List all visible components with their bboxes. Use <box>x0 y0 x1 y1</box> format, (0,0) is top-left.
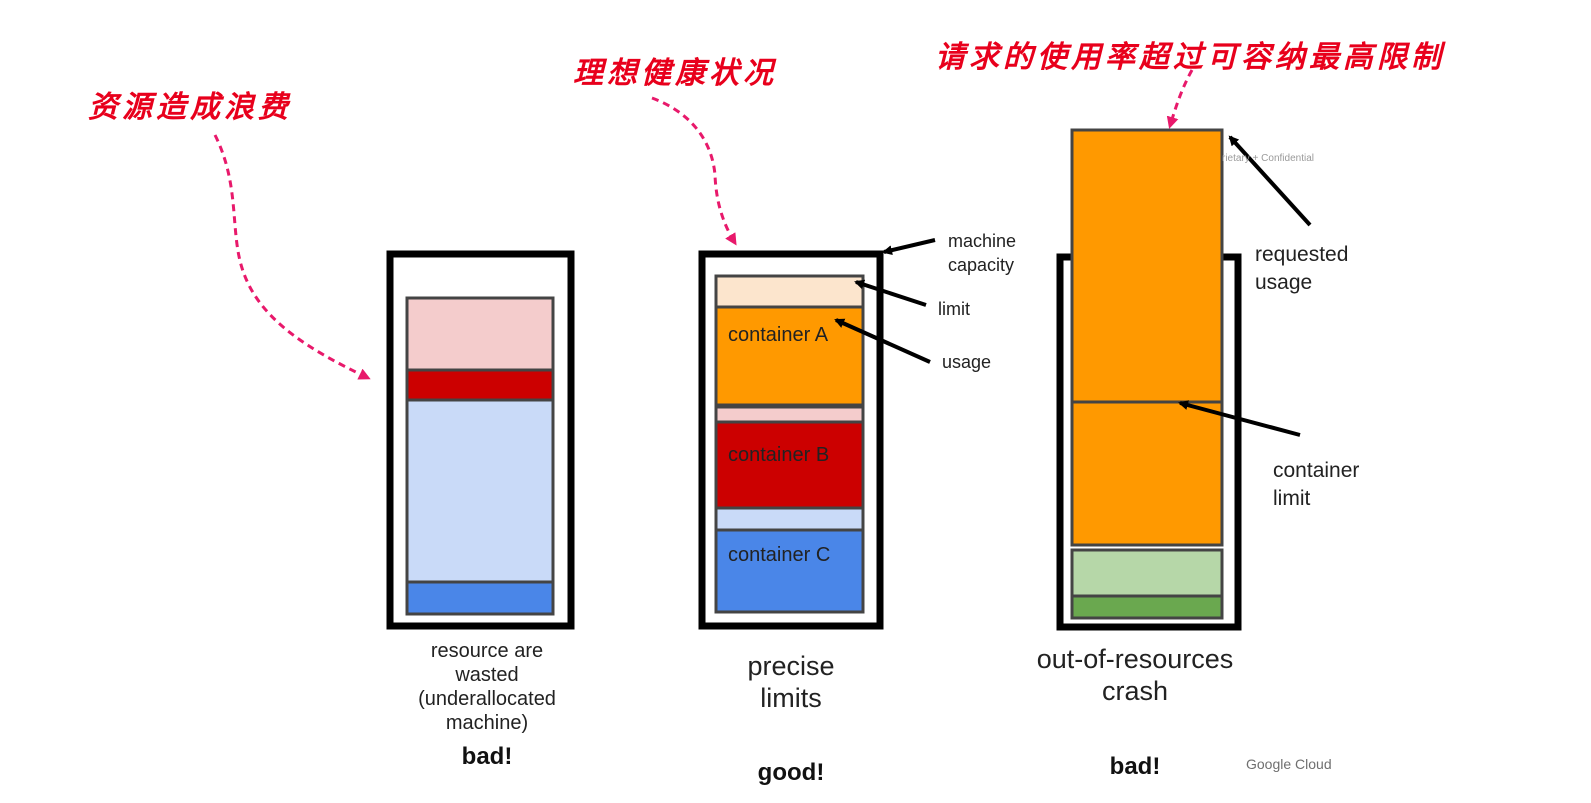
container-c-limit-block <box>714 506 865 532</box>
container-limit-line2: limit <box>1273 487 1311 511</box>
google-cloud-logo: Google Cloud <box>1246 756 1332 772</box>
left-caption-line4: machine) <box>445 712 529 734</box>
left-red-block <box>405 368 555 402</box>
requested-usage-line2: usage <box>1255 271 1313 295</box>
left-pink-block <box>405 296 555 372</box>
container-b-limit-block <box>714 405 865 424</box>
confidential-watermark: rietary + Confidential <box>1222 153 1314 164</box>
usage-label: usage <box>942 352 992 372</box>
annotation-right: 请求的使用率超过可容纳最高限制 <box>935 40 1445 75</box>
container-c-label: container C <box>728 544 831 566</box>
annotation-left: 资源造成浪费 <box>88 90 292 125</box>
middle-caption: precise limits <box>691 650 891 715</box>
requested-usage-line1: requested <box>1255 243 1349 266</box>
middle-caption-line2: limits <box>760 683 822 714</box>
right-lightgreen-block <box>1070 548 1224 598</box>
annotation-middle: 理想健康状况 <box>573 56 777 91</box>
machine-capacity-label: machine capacity <box>948 229 1016 278</box>
requested-usage-label: requested usage <box>1255 241 1348 298</box>
requested-usage-block <box>1070 128 1224 404</box>
limit-arrow <box>854 279 927 307</box>
container-c-usage-block <box>714 528 865 614</box>
pink-arrow-middle <box>651 96 737 246</box>
pink-arrow-left <box>213 134 371 380</box>
container-b-label: container B <box>728 444 830 466</box>
left-caption-line1: resource are <box>430 640 544 662</box>
container-limit-block <box>1070 400 1224 547</box>
right-green-block <box>1070 594 1224 620</box>
right-caption-line2: crash <box>1101 676 1169 707</box>
left-caption-line3: (underallocated <box>418 688 556 710</box>
pink-arrows <box>213 69 1194 380</box>
container-limit-line1: container <box>1273 459 1360 482</box>
left-verdict: bad! <box>461 743 513 770</box>
machine-capacity-arrow <box>882 238 936 256</box>
middle-machine-outline <box>698 250 884 630</box>
right-caption-line1: out-of-resources <box>1036 644 1234 674</box>
container-limit-arrow <box>1178 400 1301 437</box>
left-caption: resource are wasted (underallocated mach… <box>387 639 587 735</box>
pink-arrow-right <box>1166 69 1194 129</box>
machine-capacity-line2: capacity <box>948 255 1015 276</box>
container-a-limit-block <box>714 274 865 309</box>
container-a-label: container A <box>728 324 829 346</box>
usage-arrow <box>834 318 931 364</box>
left-lightblue-block <box>405 398 555 584</box>
right-verdict: bad! <box>1109 753 1161 780</box>
middle-caption-line1: precise <box>747 651 835 681</box>
right-caption: out-of-resources crash <box>1010 643 1260 708</box>
machine-capacity-line1: machine <box>948 231 1017 251</box>
middle-verdict: good! <box>757 759 825 786</box>
left-machine-outline <box>386 250 575 630</box>
requested-usage-arrow <box>1228 135 1312 227</box>
left-blue-block <box>405 580 555 616</box>
middle-machine <box>698 250 884 630</box>
black-arrows <box>834 135 1312 437</box>
limit-label: limit <box>938 299 970 319</box>
right-machine <box>1056 128 1242 631</box>
container-b-usage-block <box>714 420 865 510</box>
left-machine <box>386 250 575 630</box>
left-caption-line2: wasted <box>455 664 519 686</box>
container-limit-label: container limit <box>1273 457 1359 514</box>
